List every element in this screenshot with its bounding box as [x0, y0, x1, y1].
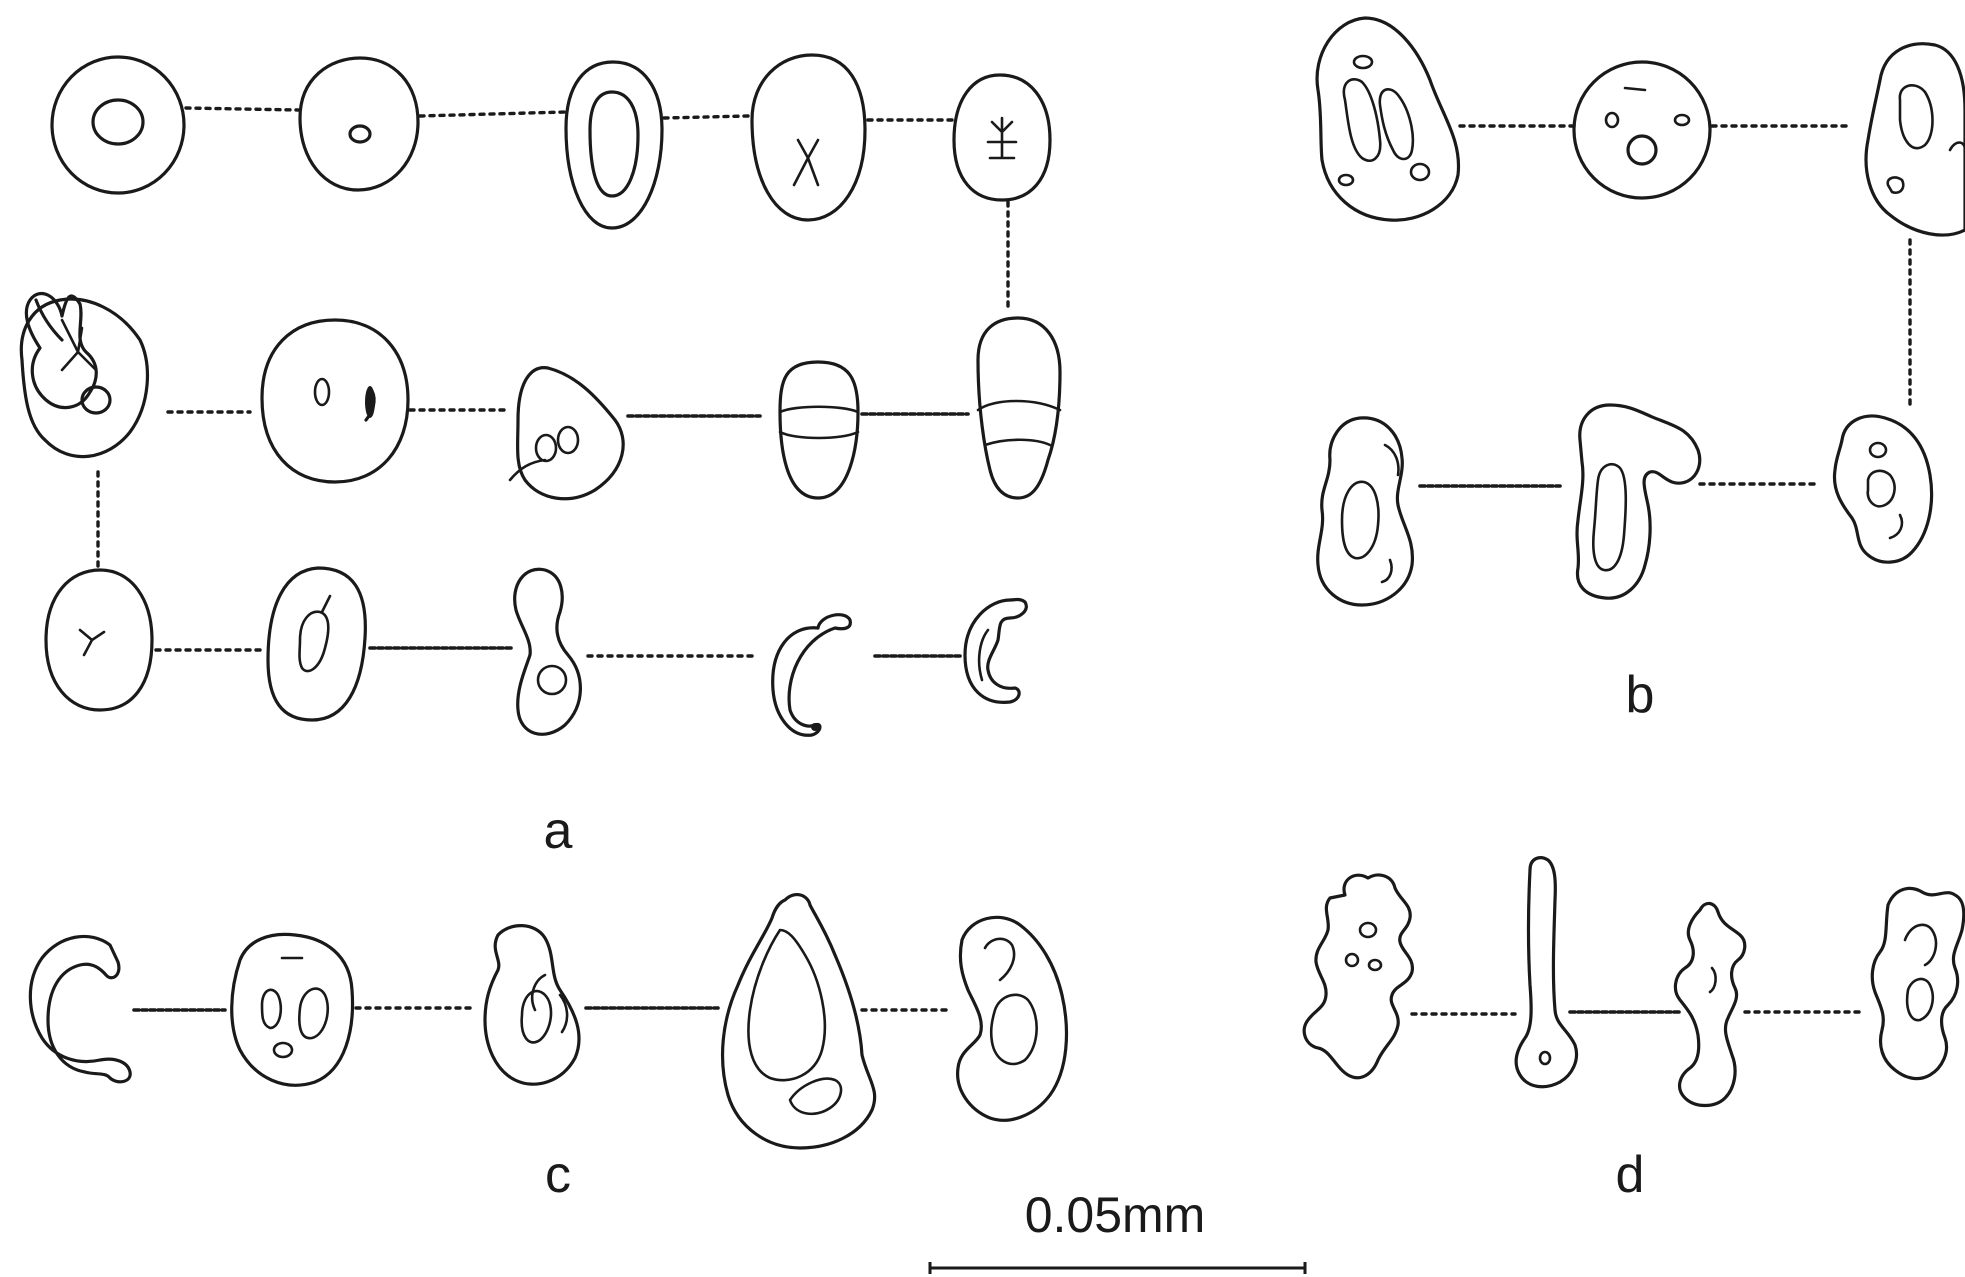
scale-bar-line [930, 1262, 1305, 1274]
cell-a10 [978, 318, 1060, 498]
cell-a3 [566, 62, 662, 228]
panel-label-b: b [1626, 666, 1655, 724]
cell-a15 [965, 600, 1026, 703]
cell-b3 [1866, 44, 1965, 235]
cell-c4 [723, 895, 875, 1148]
cell-a11 [46, 570, 152, 710]
cell-a13 [515, 569, 581, 734]
sequence-link [664, 116, 748, 118]
panel-label-d: d [1616, 1146, 1645, 1204]
cell-b5 [1577, 405, 1700, 598]
cell-a1 [52, 57, 184, 193]
cell-d2 [1516, 858, 1576, 1087]
panel-c: c [30, 895, 1066, 1204]
panel-b: b [1317, 18, 1965, 724]
cell-d4 [1872, 888, 1963, 1078]
panel-d: d [1304, 858, 1964, 1204]
cell-a6 [21, 293, 147, 456]
cell-c3 [485, 926, 579, 1085]
cell-b4 [1318, 418, 1413, 605]
cell-a9 [780, 362, 858, 498]
cell-c5 [958, 917, 1067, 1120]
panel-label-a: a [544, 802, 573, 860]
cell-d1 [1304, 875, 1412, 1078]
panel-label-c: c [545, 1146, 571, 1204]
cell-b6 [1834, 416, 1931, 562]
cell-a14 [773, 615, 851, 736]
scale-bar-label: 0.05mm [1025, 1187, 1206, 1243]
cell-a4 [752, 55, 865, 220]
cell-b2 [1574, 62, 1710, 198]
cell-a8 [510, 368, 623, 499]
cell-a12 [268, 568, 365, 720]
cell-c2 [232, 934, 353, 1085]
sequence-link [186, 108, 298, 110]
cell-b1 [1317, 18, 1458, 220]
sequence-link [420, 112, 565, 116]
scale-bar: 0.05mm [930, 1187, 1305, 1274]
cell-a7 [262, 320, 408, 482]
cell-d3 [1675, 903, 1744, 1105]
cell-a2 [300, 58, 418, 190]
panel-a: a [21, 55, 1060, 860]
cell-c1 [30, 936, 130, 1081]
cell-a5 [954, 75, 1050, 200]
